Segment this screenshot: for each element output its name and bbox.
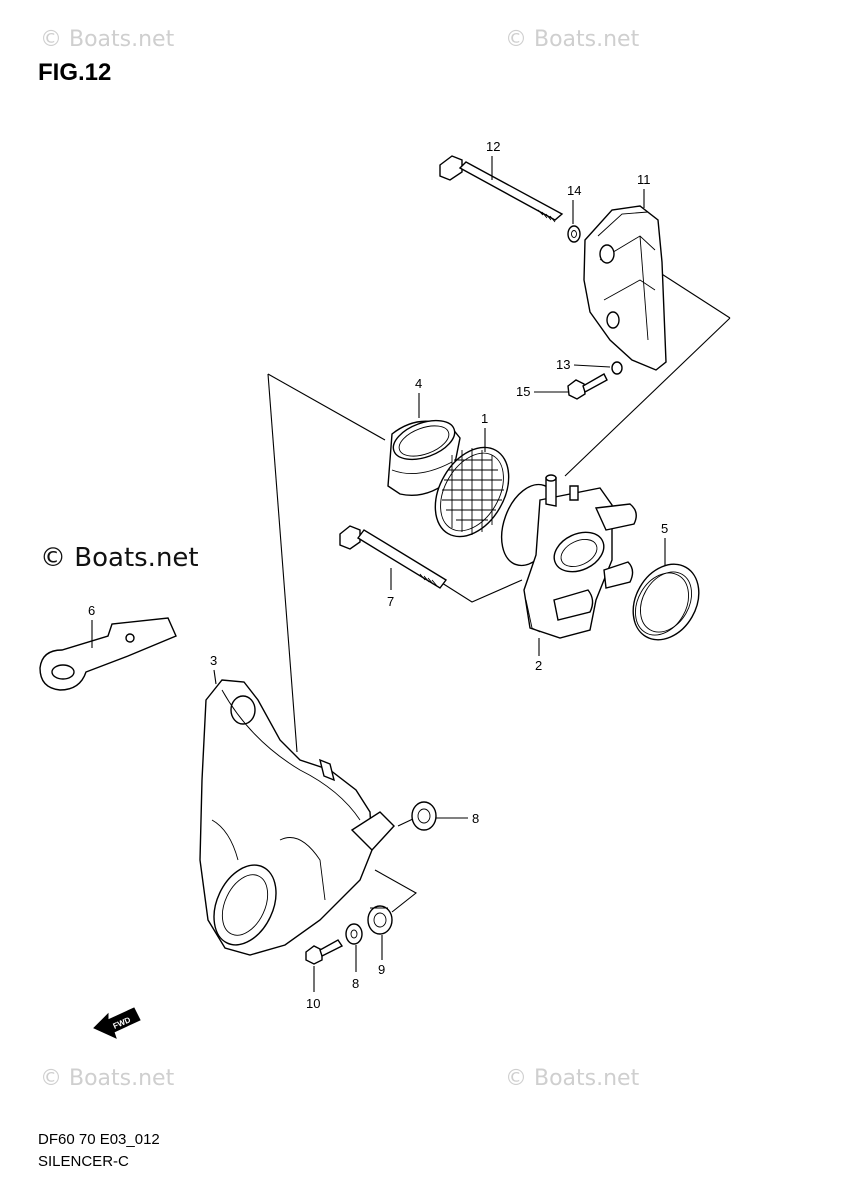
svg-text:10: 10 <box>306 996 320 1011</box>
diagram-name: SILENCER-C <box>38 1153 129 1170</box>
svg-text:7: 7 <box>387 594 394 609</box>
part-5-seal <box>632 563 700 641</box>
callout-15: 15 <box>516 384 568 399</box>
callout-5: 5 <box>661 521 668 565</box>
svg-text:12: 12 <box>486 139 500 154</box>
callout-8-lower: 8 <box>352 945 359 991</box>
part-3-silencer-case <box>199 679 395 956</box>
part-10-bolt <box>305 939 344 965</box>
callout-10: 10 <box>306 966 320 1011</box>
part-14-washer <box>567 225 581 243</box>
callout-1: 1 <box>481 411 488 452</box>
callout-7: 7 <box>387 568 394 609</box>
svg-text:8: 8 <box>352 976 359 991</box>
part-11-bracket <box>583 205 667 371</box>
part-2-silencer-housing <box>500 474 637 639</box>
svg-text:5: 5 <box>661 521 668 536</box>
svg-text:13: 13 <box>556 357 570 372</box>
callout-14: 14 <box>567 183 581 224</box>
figure-title: FIG.12 <box>38 59 111 86</box>
part-12-long-bolt <box>439 155 564 223</box>
svg-text:3: 3 <box>210 653 217 668</box>
callout-13: 13 <box>556 357 611 372</box>
part-6-strap <box>39 617 177 691</box>
forward-arrow-icon: FWD <box>93 1007 141 1039</box>
watermark-bottom-left: © Boats.net <box>40 1066 175 1091</box>
svg-text:9: 9 <box>378 962 385 977</box>
svg-text:6: 6 <box>88 603 95 618</box>
svg-text:11: 11 <box>637 172 651 187</box>
part-9-grommet <box>367 905 393 935</box>
part-1-mesh-screen <box>434 446 510 538</box>
diagram-code: DF60 70 E03_012 <box>38 1131 160 1148</box>
svg-text:4: 4 <box>415 376 422 391</box>
svg-text:2: 2 <box>535 658 542 673</box>
part-4-ring <box>387 419 461 496</box>
svg-text:14: 14 <box>567 183 581 198</box>
watermark-bottom-right: © Boats.net <box>505 1066 640 1091</box>
part-15-small-bolt <box>567 373 608 400</box>
svg-text:1: 1 <box>481 411 488 426</box>
part-8-grommet-upper <box>411 801 437 831</box>
part-13-washer <box>611 361 623 375</box>
callout-4: 4 <box>415 376 422 418</box>
watermark-top-right: © Boats.net <box>505 27 640 52</box>
callout-9: 9 <box>378 935 385 977</box>
callout-8-upper: 8 <box>436 811 479 826</box>
callout-3: 3 <box>210 653 217 685</box>
callout-2: 2 <box>535 638 542 673</box>
part-8-washer-lower <box>345 923 363 945</box>
svg-text:15: 15 <box>516 384 530 399</box>
svg-text:8: 8 <box>472 811 479 826</box>
callout-11: 11 <box>637 172 651 208</box>
callout-6: 6 <box>88 603 95 648</box>
part-7-bolt <box>339 525 448 589</box>
watermark-top-left: © Boats.net <box>40 27 175 52</box>
callout-12: 12 <box>486 139 500 180</box>
watermark-middle-left: © Boats.net <box>40 543 199 573</box>
